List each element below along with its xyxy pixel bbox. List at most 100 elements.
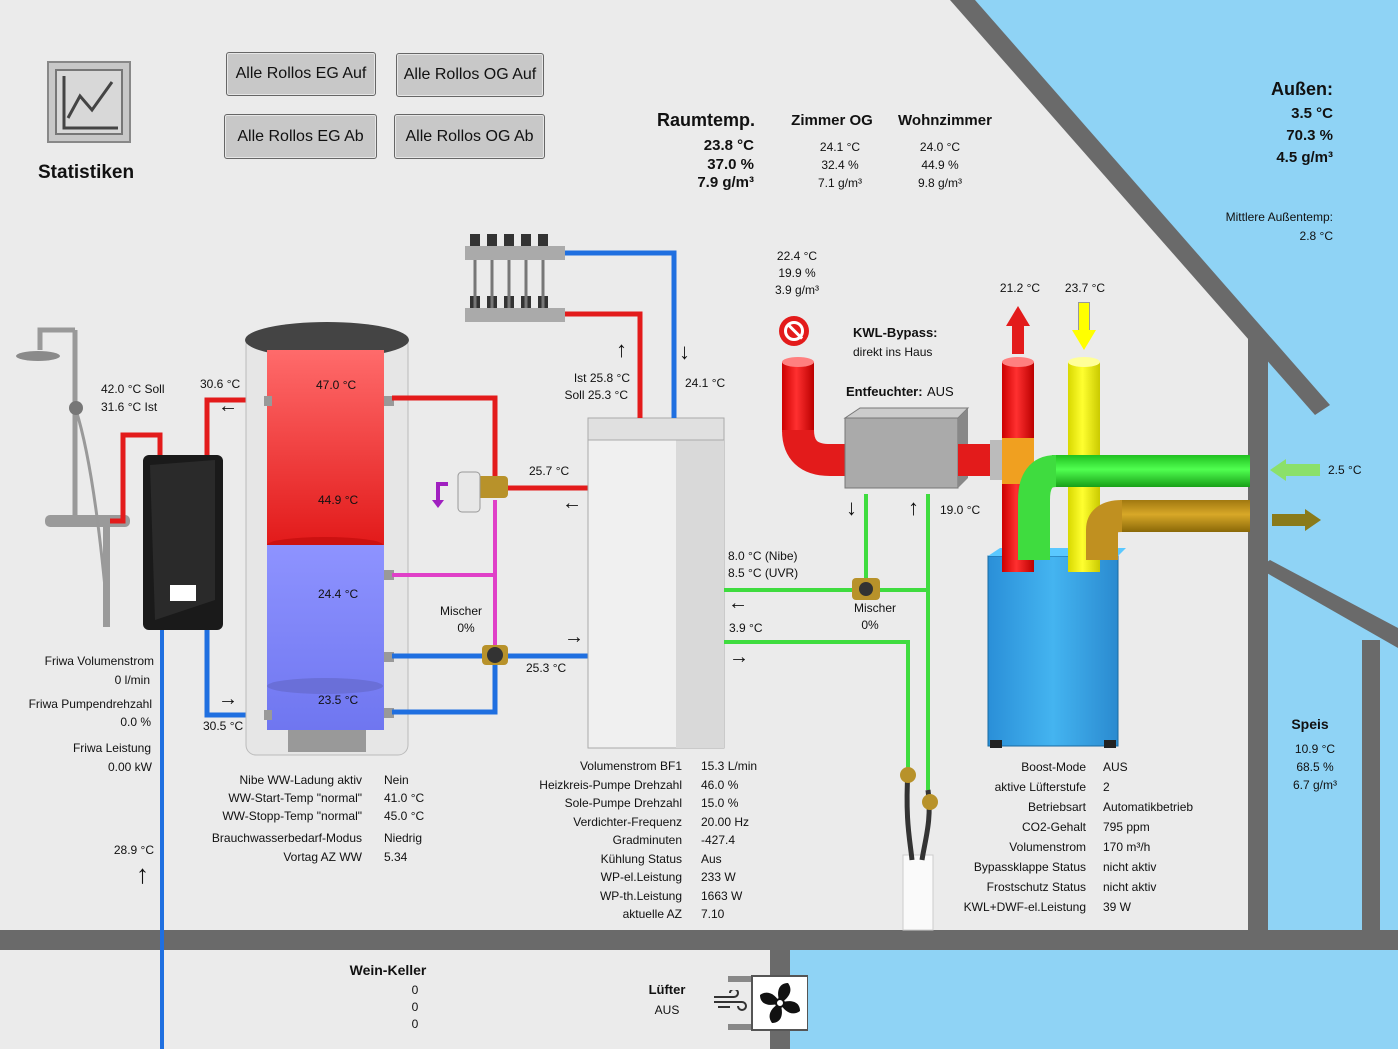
speis-humidity: 68.5 % [1296,760,1334,774]
kwl-info-value: nicht aktiv [1103,880,1157,894]
brine-kwl-temp: 19.0 °C [940,503,981,517]
speis-title: Speis [1291,716,1329,732]
statistics-label[interactable]: Statistiken [38,162,135,183]
room-wz-humidity: 44.9 % [921,158,959,172]
friwa-power-label: Friwa Leistung [72,741,151,755]
kwl-info-value: 795 ppm [1103,820,1150,834]
room-wz-abs-humidity: 9.8 g/m³ [917,176,962,190]
tank-temp-3: 24.4 °C [318,587,359,601]
hp-info-value: 20.00 Hz [701,814,750,829]
kwl-info-value: Automatikbetrieb [1103,800,1194,814]
shower-soll: 42.0 °C Soll [101,382,165,396]
heat-pump[interactable] [588,418,724,748]
kwl-info-labels: Boost-Mode aktive Lüfterstufe Betriebsar… [890,757,1086,917]
kwl-info-label: CO2-Gehalt [1021,820,1086,834]
hp-info-value: Aus [701,851,722,866]
all-blinds-eg-up-button[interactable]: Alle Rollos EG Auf [226,52,376,96]
kwl-bypass-value: direkt ins Haus [853,345,933,359]
hp-return-temp: 25.3 °C [526,661,567,675]
room-main-title: Raumtemp. [656,110,755,130]
tank-pipe-bottom-temp: 30.5 °C [203,719,244,733]
brine-out-arrow-icon: → [729,646,749,668]
kwl-info-label: Betriebsart [1027,800,1086,814]
fortluft-temp: 21.2 °C [999,281,1041,295]
brine-kwl-up-arrow-icon: ↑ [908,495,919,520]
mixer-ww-label: Mischer [439,604,482,618]
floor-heating-manifold [460,230,568,328]
ww-info-labels: Nibe WW-Ladung aktiv WW-Start-Temp "norm… [170,771,362,867]
kwl-bypass-label: KWL-Bypass: [853,325,938,340]
outside-abs-humidity: 4.5 g/m³ [1276,149,1333,166]
ww-info-value: 5.34 [384,850,408,864]
ww-info-value: 45.0 °C [384,809,425,823]
hk-down-arrow-icon: ↓ [679,339,690,364]
kwl-info-label: Volumenstrom [1009,840,1086,854]
shower-icon [18,320,133,630]
mixer-sole-valve[interactable] [850,575,882,603]
room-og-humidity: 32.4 % [821,158,859,172]
hp-info-labels: Volumenstrom BF1 Heizkreis-Pumpe Drehzah… [490,757,682,924]
mixer-ww-value: 0% [457,621,475,635]
tank-temp-4: 23.5 °C [318,693,359,707]
fan-label: Lüfter [648,982,686,997]
ww-info-label: WW-Start-Temp "normal" [228,791,362,805]
hp-supply-arrow-icon: ← [562,492,582,514]
hp-info-value: 15.0 % [701,796,739,810]
mixer-ww-valve[interactable] [456,470,510,514]
cold-water-up-arrow-icon: ↑ [136,859,149,889]
room-main-temp: 23.8 °C [703,137,754,154]
ww-info-value: 41.0 °C [384,791,425,805]
room-main-abs-humidity: 7.9 g/m³ [697,174,754,191]
cold-water-temp: 28.9 °C [113,843,154,857]
brine-kwl-down-arrow-icon: ↓ [846,495,857,520]
kwl-info-value: 170 m³/h [1103,840,1151,854]
hp-info-value: 7.10 [701,907,725,921]
hp-info-label: Kühlung Status [600,851,682,866]
fan-value: AUS [654,1003,680,1017]
ww-info-label: WW-Stopp-Temp "normal" [222,809,362,823]
ww-info-label: Vortag AZ WW [283,850,362,864]
brine-nibe-temp: 8.0 °C (Nibe) [728,549,798,563]
friwa-unit[interactable] [143,455,223,630]
tank-temp-2: 44.9 °C [318,493,359,507]
hp-info-label: Heizkreis-Pumpe Drehzahl [539,777,682,792]
hp-info-label: WP-el.Leistung [600,870,682,884]
outside-avg-value: 2.8 °C [1299,229,1333,243]
statistics-icon[interactable] [48,62,130,142]
aussenluft-temp: 2.5 °C [1328,463,1362,477]
kwl-info-value: nicht aktiv [1103,860,1157,874]
hp-info-value: -427.4 [701,833,736,847]
all-blinds-eg-down-button[interactable]: Alle Rollos EG Ab [224,114,377,159]
hk-ist-temp: Ist 25.8 °C [573,371,630,385]
fortluft-out-arrow-icon [1272,509,1322,531]
outside-title: Außen: [1271,79,1333,99]
hp-info-value: 1663 W [701,888,743,903]
all-blinds-og-up-button[interactable]: Alle Rollos OG Auf [396,53,544,97]
brine-uvr-temp: 8.5 °C (UVR) [728,566,799,580]
aussenluft-arrow-icon [1270,459,1320,481]
room-main-humidity: 37.0 % [707,156,754,173]
hp-supply-temp: 25.7 °C [529,464,570,478]
kwl-info-label: Boost-Mode [1021,760,1086,774]
tank-pipe-top-temp: 30.6 °C [200,377,241,391]
hp-info-value: 46.0 % [701,777,739,792]
hp-info-label: Volumenstrom BF1 [579,759,682,773]
room-og-temp: 24.1 °C [819,140,861,154]
speis-temp: 10.9 °C [1294,742,1336,756]
hk-return-temp: 24.1 °C [685,376,726,390]
hp-info-label: WP-th.Leistung [599,888,682,903]
ventilation-unit[interactable] [988,548,1118,746]
keller-value-3: 0 [411,1017,419,1031]
exhaust-abs-humidity: 3.9 g/m³ [774,283,819,297]
ww-info-values: Nein 41.0 °C 45.0 °C Niedrig 5.34 [384,771,484,867]
brine-in-arrow-icon: ← [728,592,748,614]
dehumidifier[interactable] [845,408,969,488]
hp-info-label: Gradminuten [612,833,682,847]
zuluft-temp: 23.7 °C [1064,281,1106,295]
fortluft-up-arrow-icon [1006,306,1030,354]
kwl-info-label: Bypassklappe Status [973,860,1086,874]
hp-info-value: 233 W [701,870,736,884]
fan-icon[interactable] [728,974,808,1032]
all-blinds-og-down-button[interactable]: Alle Rollos OG Ab [394,114,545,159]
